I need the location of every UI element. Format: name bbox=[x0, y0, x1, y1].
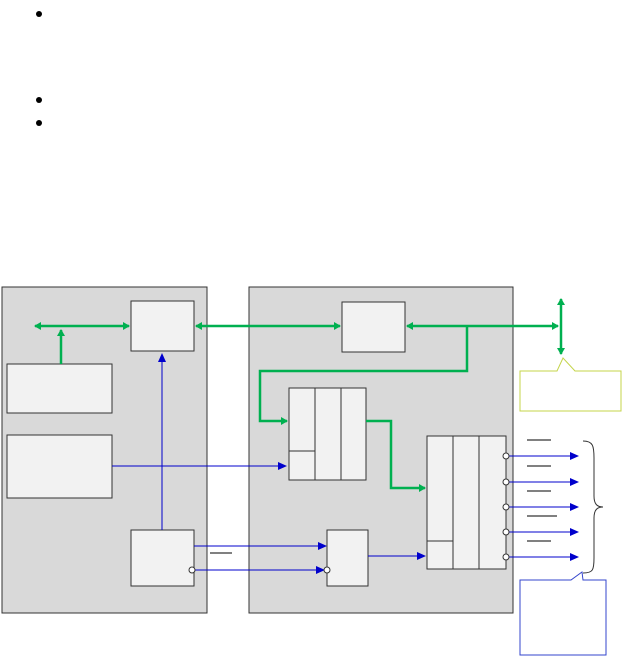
bullet-marker bbox=[36, 11, 42, 17]
callout-top bbox=[519, 357, 622, 412]
bullet-marker bbox=[36, 97, 42, 103]
green-bus bbox=[34, 298, 565, 492]
inversion-circles bbox=[188, 452, 510, 574]
controller-box bbox=[130, 529, 195, 587]
bridge-box bbox=[341, 301, 406, 353]
register-block-1 bbox=[288, 387, 367, 481]
memory-box bbox=[6, 363, 113, 414]
output-brace bbox=[582, 440, 604, 574]
register-block-2 bbox=[426, 435, 507, 570]
mux-box bbox=[326, 529, 369, 587]
bullet-marker bbox=[36, 120, 42, 126]
callout-bottom bbox=[519, 571, 607, 656]
bus-interface-box bbox=[130, 300, 195, 352]
processor-box bbox=[6, 434, 113, 499]
blue-signals bbox=[112, 353, 579, 574]
overbar-marks bbox=[210, 439, 557, 554]
